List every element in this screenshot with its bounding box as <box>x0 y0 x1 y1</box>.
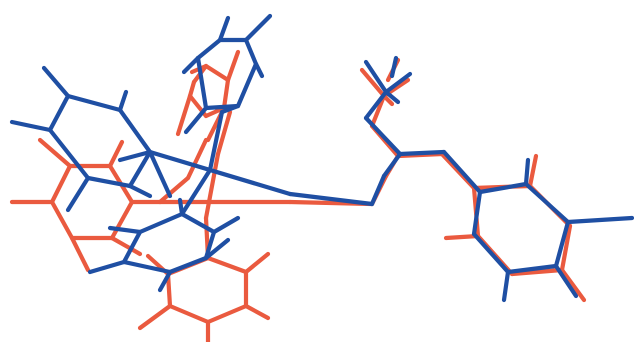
blue-bond-31 <box>243 37 259 67</box>
blue-bond-52 <box>523 181 571 225</box>
blue-bond-7 <box>41 65 71 99</box>
blue-bond-17 <box>167 255 209 275</box>
blue-bond-12 <box>147 149 293 197</box>
blue-bond-53 <box>553 219 571 269</box>
blue-bond-46 <box>383 71 413 95</box>
red-bond-28 <box>157 175 191 205</box>
blue-bond-36 <box>243 13 273 43</box>
red-bond-44 <box>359 67 387 99</box>
blue-bond-39 <box>183 105 209 135</box>
red-bond-15 <box>205 255 249 275</box>
red-bond-38 <box>175 93 193 137</box>
blue-bond-19 <box>121 229 143 265</box>
blue-bond-38 <box>181 55 201 75</box>
blue-bond-43 <box>363 115 403 157</box>
red-bond-46 <box>381 93 395 107</box>
blue-bond-44 <box>363 89 389 121</box>
blue-bond-59 <box>501 269 511 303</box>
blue-bond-4 <box>127 149 153 189</box>
blue-bond-35 <box>217 15 231 43</box>
red-bond-10 <box>69 235 91 273</box>
blue-bond-28 <box>147 149 173 199</box>
red-bond-35 <box>187 79 197 99</box>
red-bond-56 <box>527 153 539 189</box>
red-bond-43 <box>369 93 387 129</box>
blue-bond-5 <box>85 175 133 189</box>
blue-bond-45 <box>363 59 389 95</box>
blue-bond-58 <box>565 215 634 225</box>
blue-bond-42 <box>381 151 403 179</box>
red-bond-53 <box>509 267 565 277</box>
blue-bond-15 <box>179 211 217 235</box>
blue-bond-13 <box>287 191 375 207</box>
blue-bond-49 <box>397 149 447 157</box>
red-bond-9 <box>109 235 143 257</box>
red-bond-27 <box>215 109 233 157</box>
red-bond-20 <box>243 251 271 275</box>
blue-bond-11 <box>117 149 153 163</box>
blue-bond-55 <box>471 231 511 275</box>
blue-bond-56 <box>471 189 483 237</box>
blue-bond-1 <box>47 93 71 133</box>
red-bond-8 <box>107 139 125 169</box>
blue-bond-21 <box>157 269 173 293</box>
blue-bond-2 <box>65 93 123 113</box>
blue-bond-41 <box>369 173 387 207</box>
blue-bond-51 <box>477 181 529 195</box>
blue-bond-40 <box>219 103 241 115</box>
blue-bond-22 <box>87 259 127 275</box>
red-bond-1 <box>49 163 73 205</box>
blue-bond-14 <box>137 211 185 235</box>
blue-bond-60 <box>553 263 579 299</box>
red-bond-29 <box>185 137 209 181</box>
red-bond-4 <box>109 199 135 241</box>
red-bond-19 <box>165 271 173 309</box>
blue-bond-47 <box>383 89 401 105</box>
red-bond-18 <box>167 303 211 325</box>
blue-bond-29 <box>195 37 223 61</box>
blue-bond-32 <box>235 61 259 109</box>
blue-bond-3 <box>117 107 153 155</box>
red-bond-57 <box>559 267 587 303</box>
red-bond-31 <box>203 63 231 83</box>
blue-bond-34 <box>195 55 209 111</box>
blue-bond-6 <box>47 127 91 181</box>
blue-bond-54 <box>505 263 559 275</box>
blue-bond-50 <box>441 149 483 195</box>
blue-bond-48 <box>389 55 399 79</box>
red-bond-58 <box>443 233 481 241</box>
red-bond-6 <box>49 199 75 241</box>
blue-bond-8 <box>117 89 129 113</box>
blue-bond-20 <box>211 215 241 235</box>
blue-bond-18 <box>121 259 173 275</box>
structure-a-blue <box>9 13 634 303</box>
red-bond-32 <box>221 77 231 111</box>
blue-bond-23 <box>107 225 143 235</box>
blue-bond-27 <box>207 109 225 173</box>
blue-bond-9 <box>65 175 91 213</box>
blue-bond-16 <box>203 229 217 261</box>
blue-bond-0 <box>9 119 53 133</box>
blue-bond-26 <box>179 167 213 217</box>
red-bond-26 <box>203 151 221 221</box>
blue-bond-25 <box>203 237 231 261</box>
red-bond-21 <box>243 303 271 321</box>
red-bond-17 <box>205 303 249 325</box>
blue-bond-37 <box>253 61 265 79</box>
blue-bond-10 <box>127 183 153 199</box>
red-bond-7 <box>37 137 73 169</box>
red-bond-23 <box>137 303 173 331</box>
blue-bond-57 <box>523 157 531 187</box>
red-bond-52 <box>559 223 573 273</box>
red-bond-36 <box>225 49 241 83</box>
